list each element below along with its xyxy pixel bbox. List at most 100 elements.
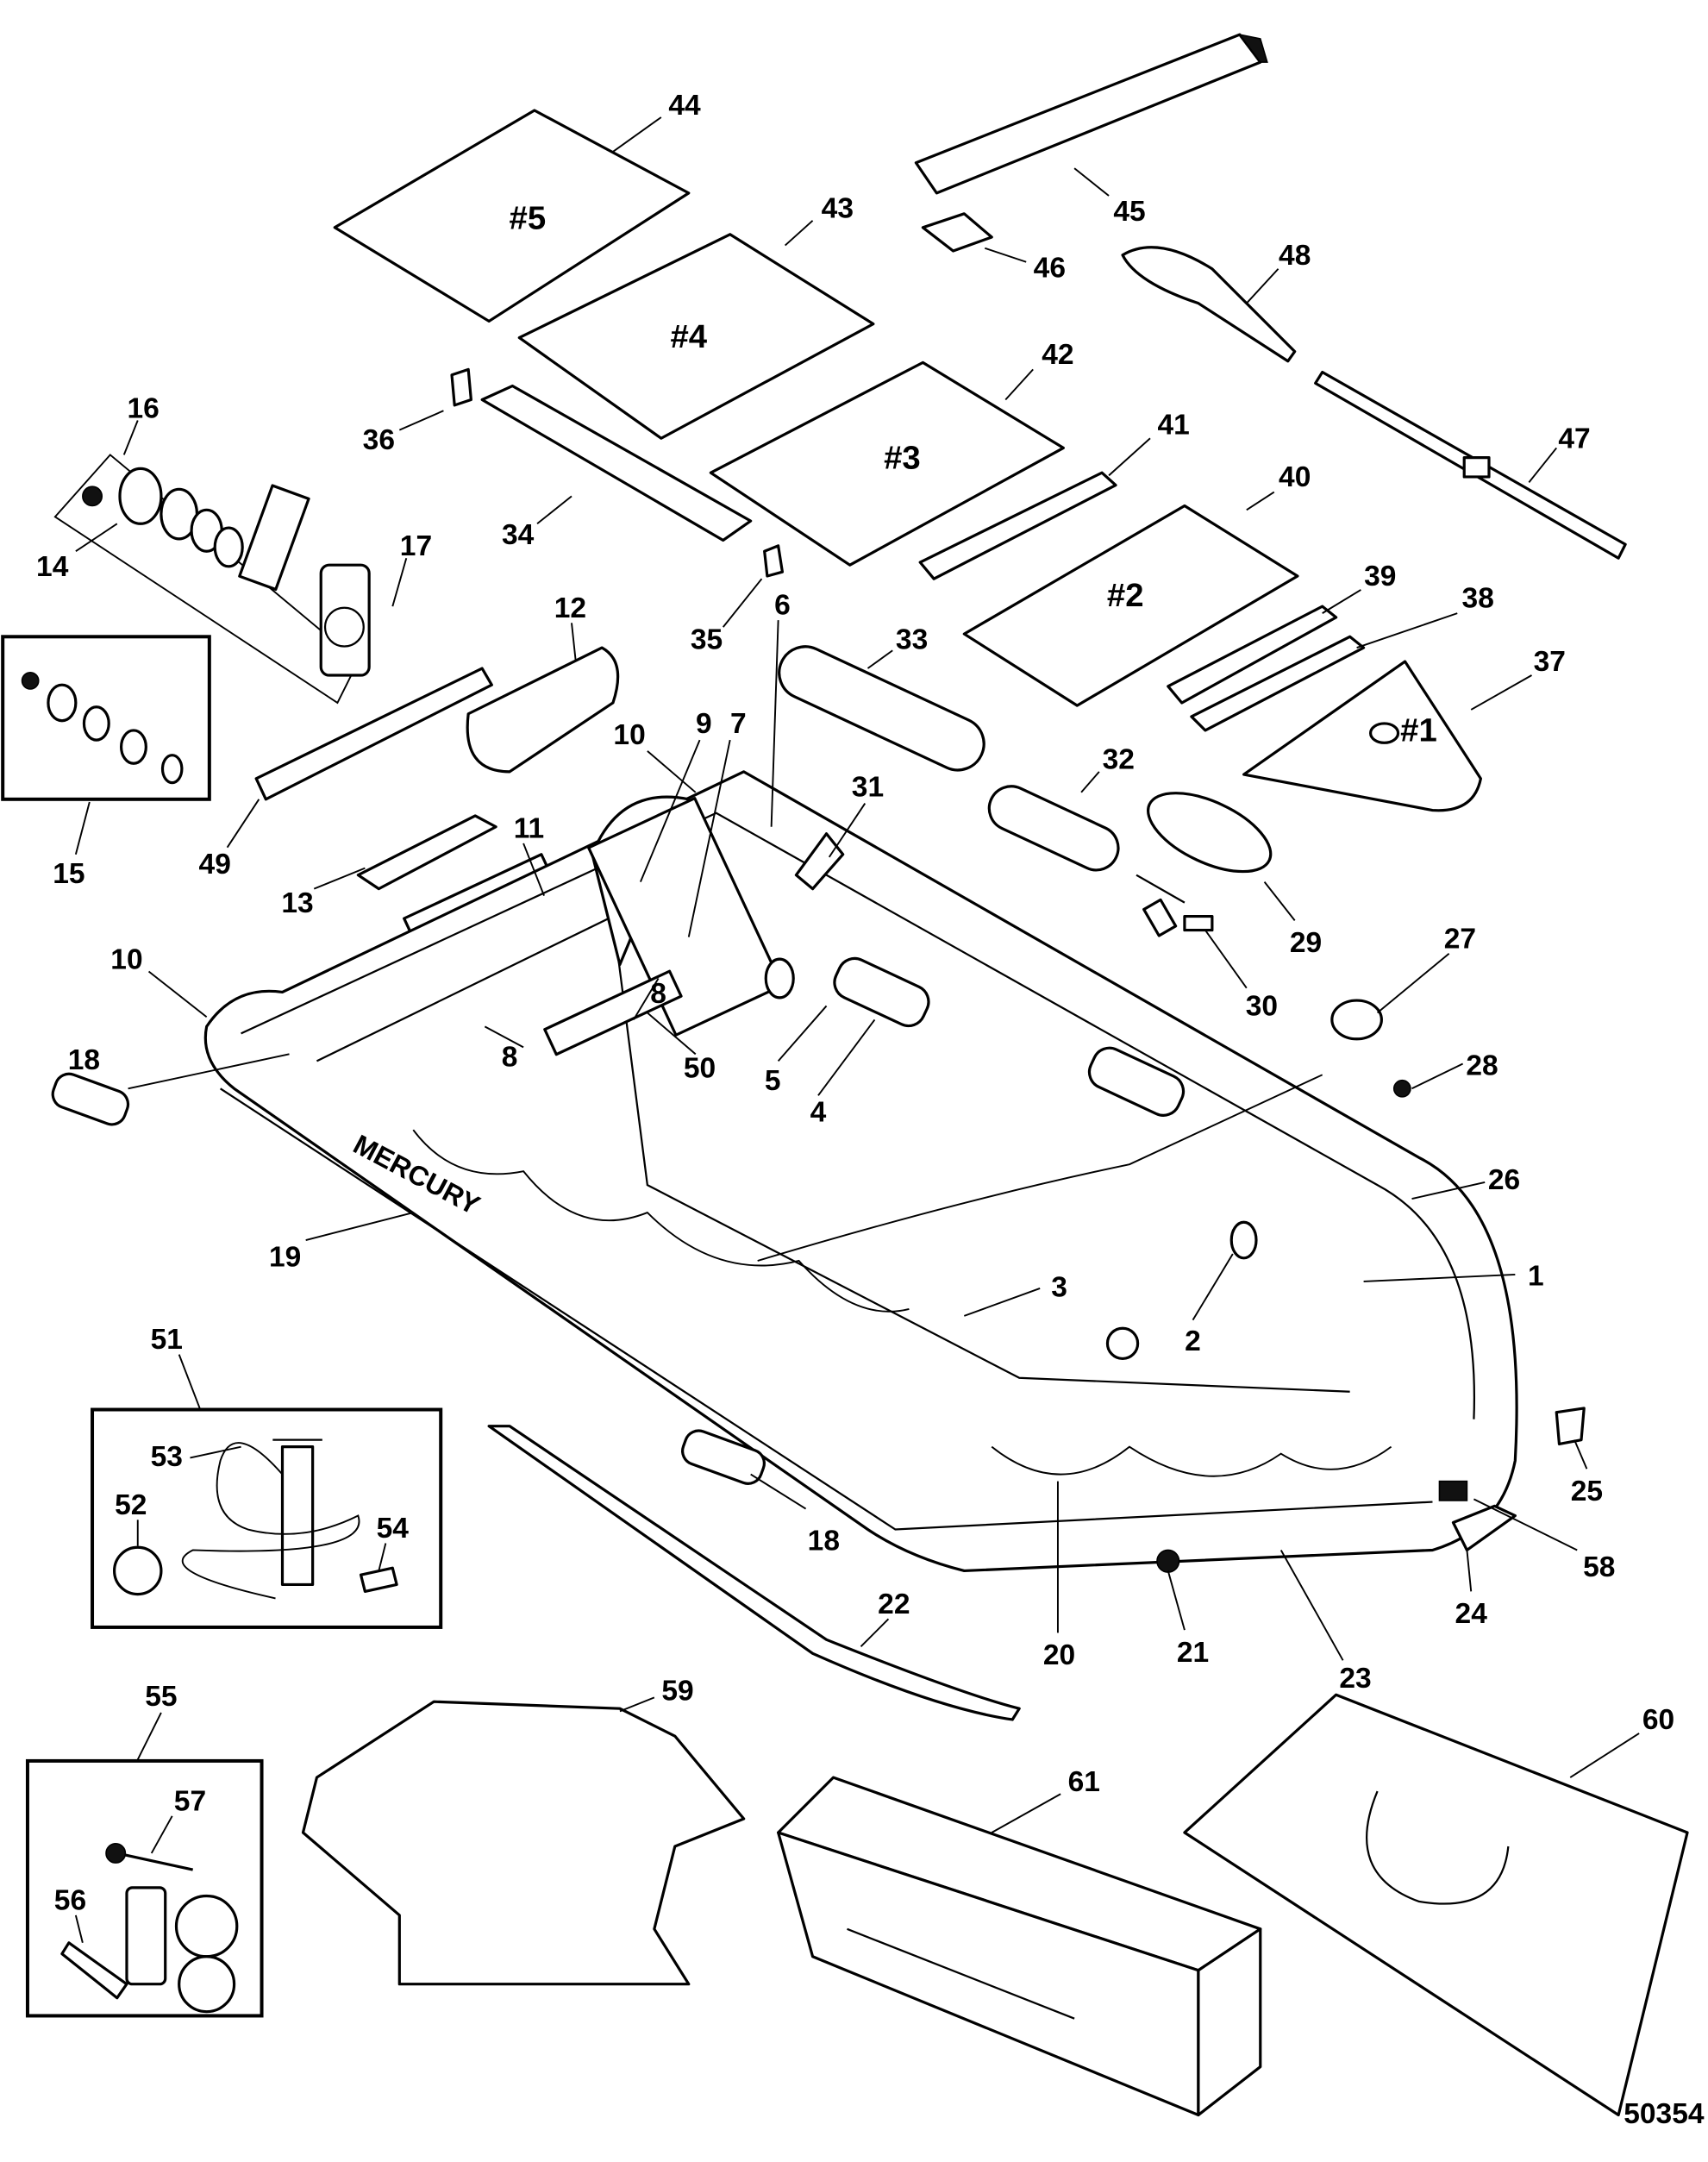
leader-line bbox=[1246, 268, 1279, 304]
callout-24: 24 bbox=[1455, 1598, 1488, 1630]
leader-line bbox=[647, 750, 697, 793]
callout-18: 18 bbox=[808, 1525, 840, 1557]
callout-36: 36 bbox=[363, 424, 395, 456]
leader-line bbox=[1263, 881, 1296, 921]
leader-line bbox=[687, 739, 731, 937]
callout-13: 13 bbox=[281, 887, 313, 919]
callout-58: 58 bbox=[1583, 1551, 1615, 1583]
leader-line bbox=[1073, 167, 1110, 197]
leader-line bbox=[1204, 930, 1248, 989]
leader-line bbox=[1411, 1062, 1464, 1090]
callout-52: 52 bbox=[115, 1489, 147, 1521]
storage-bag-60 bbox=[1183, 1693, 1689, 2117]
callout-56: 56 bbox=[54, 1884, 86, 1916]
floor-board-3: #3 bbox=[709, 360, 1065, 567]
leader-line bbox=[128, 1053, 290, 1090]
callout-29: 29 bbox=[1290, 927, 1322, 959]
leader-line bbox=[398, 410, 444, 431]
leader-line bbox=[1108, 437, 1151, 477]
callout-34: 34 bbox=[502, 519, 535, 551]
leader-line bbox=[619, 1696, 655, 1713]
callout-19: 19 bbox=[269, 1241, 301, 1273]
callout-53: 53 bbox=[151, 1441, 183, 1473]
leader-line bbox=[1470, 674, 1532, 711]
callout-37: 37 bbox=[1534, 646, 1566, 678]
callout-2: 2 bbox=[1185, 1325, 1201, 1357]
logo-decal-25 bbox=[1555, 1407, 1586, 1446]
leader-line bbox=[75, 523, 118, 553]
callout-4: 4 bbox=[810, 1097, 827, 1129]
callout-6: 6 bbox=[774, 590, 791, 622]
callout-61: 61 bbox=[1068, 1766, 1100, 1798]
callout-14: 14 bbox=[36, 551, 69, 583]
inflatable-boat-hull: MERCURY bbox=[203, 770, 1518, 1573]
callout-47: 47 bbox=[1558, 423, 1590, 454]
leader-line bbox=[484, 1025, 524, 1049]
leader-line bbox=[74, 1914, 84, 1944]
callout-59: 59 bbox=[661, 1676, 693, 1708]
handle-18-lower bbox=[681, 1429, 766, 1485]
callout-10: 10 bbox=[110, 943, 142, 975]
callout-15: 15 bbox=[53, 858, 84, 890]
leader-line bbox=[74, 801, 91, 855]
callout-25: 25 bbox=[1571, 1476, 1603, 1507]
callout-26: 26 bbox=[1488, 1164, 1520, 1196]
callout-42: 42 bbox=[1042, 339, 1073, 371]
callout-44: 44 bbox=[668, 90, 701, 122]
callout-49: 49 bbox=[199, 849, 231, 880]
callout-35: 35 bbox=[691, 624, 723, 656]
leader-line bbox=[784, 220, 814, 247]
floor-board-1-bow: #1 bbox=[1242, 660, 1482, 812]
rail-41 bbox=[918, 471, 1117, 580]
plate-label: #3 bbox=[884, 439, 921, 476]
callout-41: 41 bbox=[1157, 409, 1189, 441]
floor-board-2: #2 bbox=[962, 504, 1299, 707]
leader-line bbox=[817, 1018, 876, 1096]
leader-line bbox=[639, 739, 701, 883]
callout-31: 31 bbox=[852, 772, 884, 804]
callout-55: 55 bbox=[145, 1681, 177, 1713]
handle-18-left bbox=[51, 1072, 130, 1126]
leader-line bbox=[122, 420, 139, 455]
seat-pad-12 bbox=[466, 646, 620, 774]
leader-line bbox=[1411, 1181, 1486, 1200]
leader-line bbox=[1363, 1274, 1516, 1282]
seat-clip bbox=[921, 212, 993, 253]
callout-50: 50 bbox=[684, 1053, 716, 1085]
bracket-13 bbox=[356, 814, 497, 891]
leader-line bbox=[770, 620, 779, 827]
callout-51: 51 bbox=[151, 1324, 183, 1356]
callout-7: 7 bbox=[730, 708, 747, 740]
leader-line bbox=[860, 1618, 890, 1647]
leader-line bbox=[226, 799, 260, 849]
callout-43: 43 bbox=[822, 193, 854, 225]
cover-59 bbox=[301, 1700, 746, 1986]
leader-line bbox=[612, 116, 662, 153]
leader-line bbox=[1192, 1253, 1234, 1321]
leader-line bbox=[991, 1793, 1061, 1833]
leader-line bbox=[1466, 1550, 1473, 1592]
leader-line bbox=[522, 843, 545, 896]
callout-9: 9 bbox=[696, 708, 712, 740]
handle-31 bbox=[794, 832, 845, 891]
seat-bag-61 bbox=[777, 1776, 1262, 2117]
callout-27: 27 bbox=[1444, 923, 1476, 955]
floor-board-5: #5 bbox=[333, 109, 691, 323]
callout-12: 12 bbox=[554, 592, 586, 624]
leader-line bbox=[1376, 952, 1450, 1014]
leader-line bbox=[750, 1473, 807, 1510]
leader-line bbox=[633, 977, 660, 1020]
keel-rail-34 bbox=[450, 367, 785, 578]
callout-21: 21 bbox=[1177, 1637, 1209, 1669]
oar-shaft bbox=[1314, 370, 1627, 560]
leader-line bbox=[1279, 1550, 1344, 1661]
valve-30 bbox=[1136, 874, 1214, 937]
leader-line bbox=[1356, 612, 1458, 649]
callout-32: 32 bbox=[1103, 744, 1135, 776]
leader-line bbox=[1322, 589, 1361, 614]
callout-46: 46 bbox=[1034, 252, 1066, 284]
plate-label: #1 bbox=[1400, 712, 1437, 749]
leader-line bbox=[647, 1012, 697, 1056]
figure-number: 50354 bbox=[1624, 2098, 1705, 2130]
